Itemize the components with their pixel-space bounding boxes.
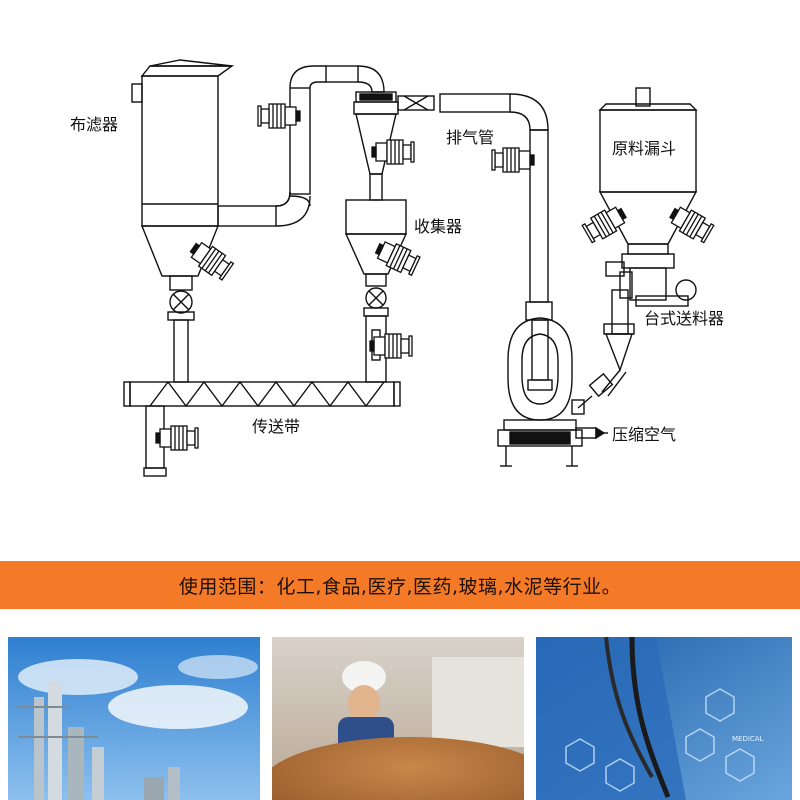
medical-photo: MEDICAL (536, 637, 792, 800)
food-processing-photo (272, 637, 524, 800)
photo-strip: MEDICAL (0, 609, 800, 800)
exhaust-pipe-run (397, 93, 549, 303)
usage-banner: 使用范围：化工,食品,医疗,医药,玻璃,水泥等行业。 (0, 561, 800, 609)
label-table-feeder: 台式送料器 (644, 309, 724, 328)
return-pipe (275, 65, 385, 227)
raw-hopper-unit (577, 87, 698, 409)
label-raw-hopper: 原料漏斗 (612, 139, 676, 158)
conveying-pump (497, 301, 608, 467)
svg-text:MEDICAL: MEDICAL (732, 735, 764, 743)
vibrator-motor-icon (369, 333, 413, 359)
screw-conveyor (123, 380, 401, 477)
label-bag-filter: 布滤器 (70, 115, 118, 134)
vibrator-motor-icon (371, 139, 415, 165)
vibrator-motor-icon (665, 201, 716, 246)
label-conveyor: 传送带 (252, 417, 300, 436)
vibrator-motor-icon (491, 147, 535, 173)
vibrator-motor-icon (257, 103, 301, 129)
usage-text: 使用范围：化工,食品,医疗,医药,玻璃,水泥等行业。 (178, 575, 622, 598)
label-compressed-air: 压缩空气 (612, 425, 676, 444)
chemical-plant-photo (8, 637, 260, 800)
label-exhaust-pipe: 排气管 (446, 128, 494, 147)
vibrator-motor-icon (371, 236, 422, 278)
process-diagram: 布滤器 排气管 原料漏斗 收集器 台式送料器 压缩空气 传送带 (70, 59, 724, 477)
label-collector: 收集器 (414, 217, 462, 236)
vibrator-motor-icon (580, 201, 631, 246)
vibrator-motor-icon (155, 425, 199, 451)
